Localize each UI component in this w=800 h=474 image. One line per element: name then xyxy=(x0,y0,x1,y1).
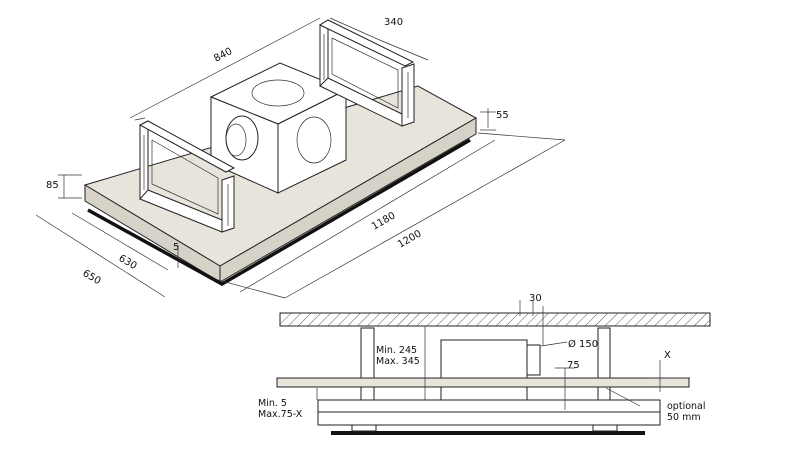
dim-650-label: 650 xyxy=(81,268,103,287)
optional-label: optional xyxy=(667,401,706,412)
dim-30-label: 30 xyxy=(529,293,542,304)
dim-55-label: 55 xyxy=(496,110,509,121)
dimension-lines-top xyxy=(35,17,566,299)
dim-75-label: 75 xyxy=(567,360,580,371)
max-345-label: Max. 345 xyxy=(376,356,420,367)
outlet-stub xyxy=(526,344,541,376)
motor-box-section xyxy=(440,339,528,403)
isometric-view: 840 340 55 85 5 630 650 1180 1200 xyxy=(35,17,566,299)
dim-840-label: 840 xyxy=(212,46,234,65)
ceiling xyxy=(279,312,711,327)
diameter-150-label: Ø 150 xyxy=(568,338,598,350)
dim-85-label: 85 xyxy=(46,180,59,191)
dim-340-label: 340 xyxy=(384,17,403,28)
dim-5-label: 5 xyxy=(173,242,179,253)
left-mounting-bracket xyxy=(138,120,236,233)
min-5-label: Min. 5 xyxy=(258,398,287,409)
false-ceiling-board xyxy=(276,377,690,388)
section-view: 30 Ø 150 75 X Min. 245 Max. 345 Min. 5 M… xyxy=(258,293,711,435)
dim-1200-label: 1200 xyxy=(396,228,424,250)
dim-1180-label: 1180 xyxy=(370,210,398,232)
glass-panel-edge xyxy=(87,138,471,287)
left-post xyxy=(360,327,375,403)
dim-630-label: 630 xyxy=(117,253,139,272)
dim-x-label: X xyxy=(664,350,671,361)
hood-side-face xyxy=(219,117,477,283)
right-mounting-bracket xyxy=(318,19,415,127)
min-245-label: Min. 245 xyxy=(376,345,417,356)
max-75x-label: Max.75-X xyxy=(258,409,303,420)
optional-50mm-label: 50 mm xyxy=(667,412,701,423)
glass-panel xyxy=(331,431,645,435)
right-post xyxy=(597,327,611,403)
